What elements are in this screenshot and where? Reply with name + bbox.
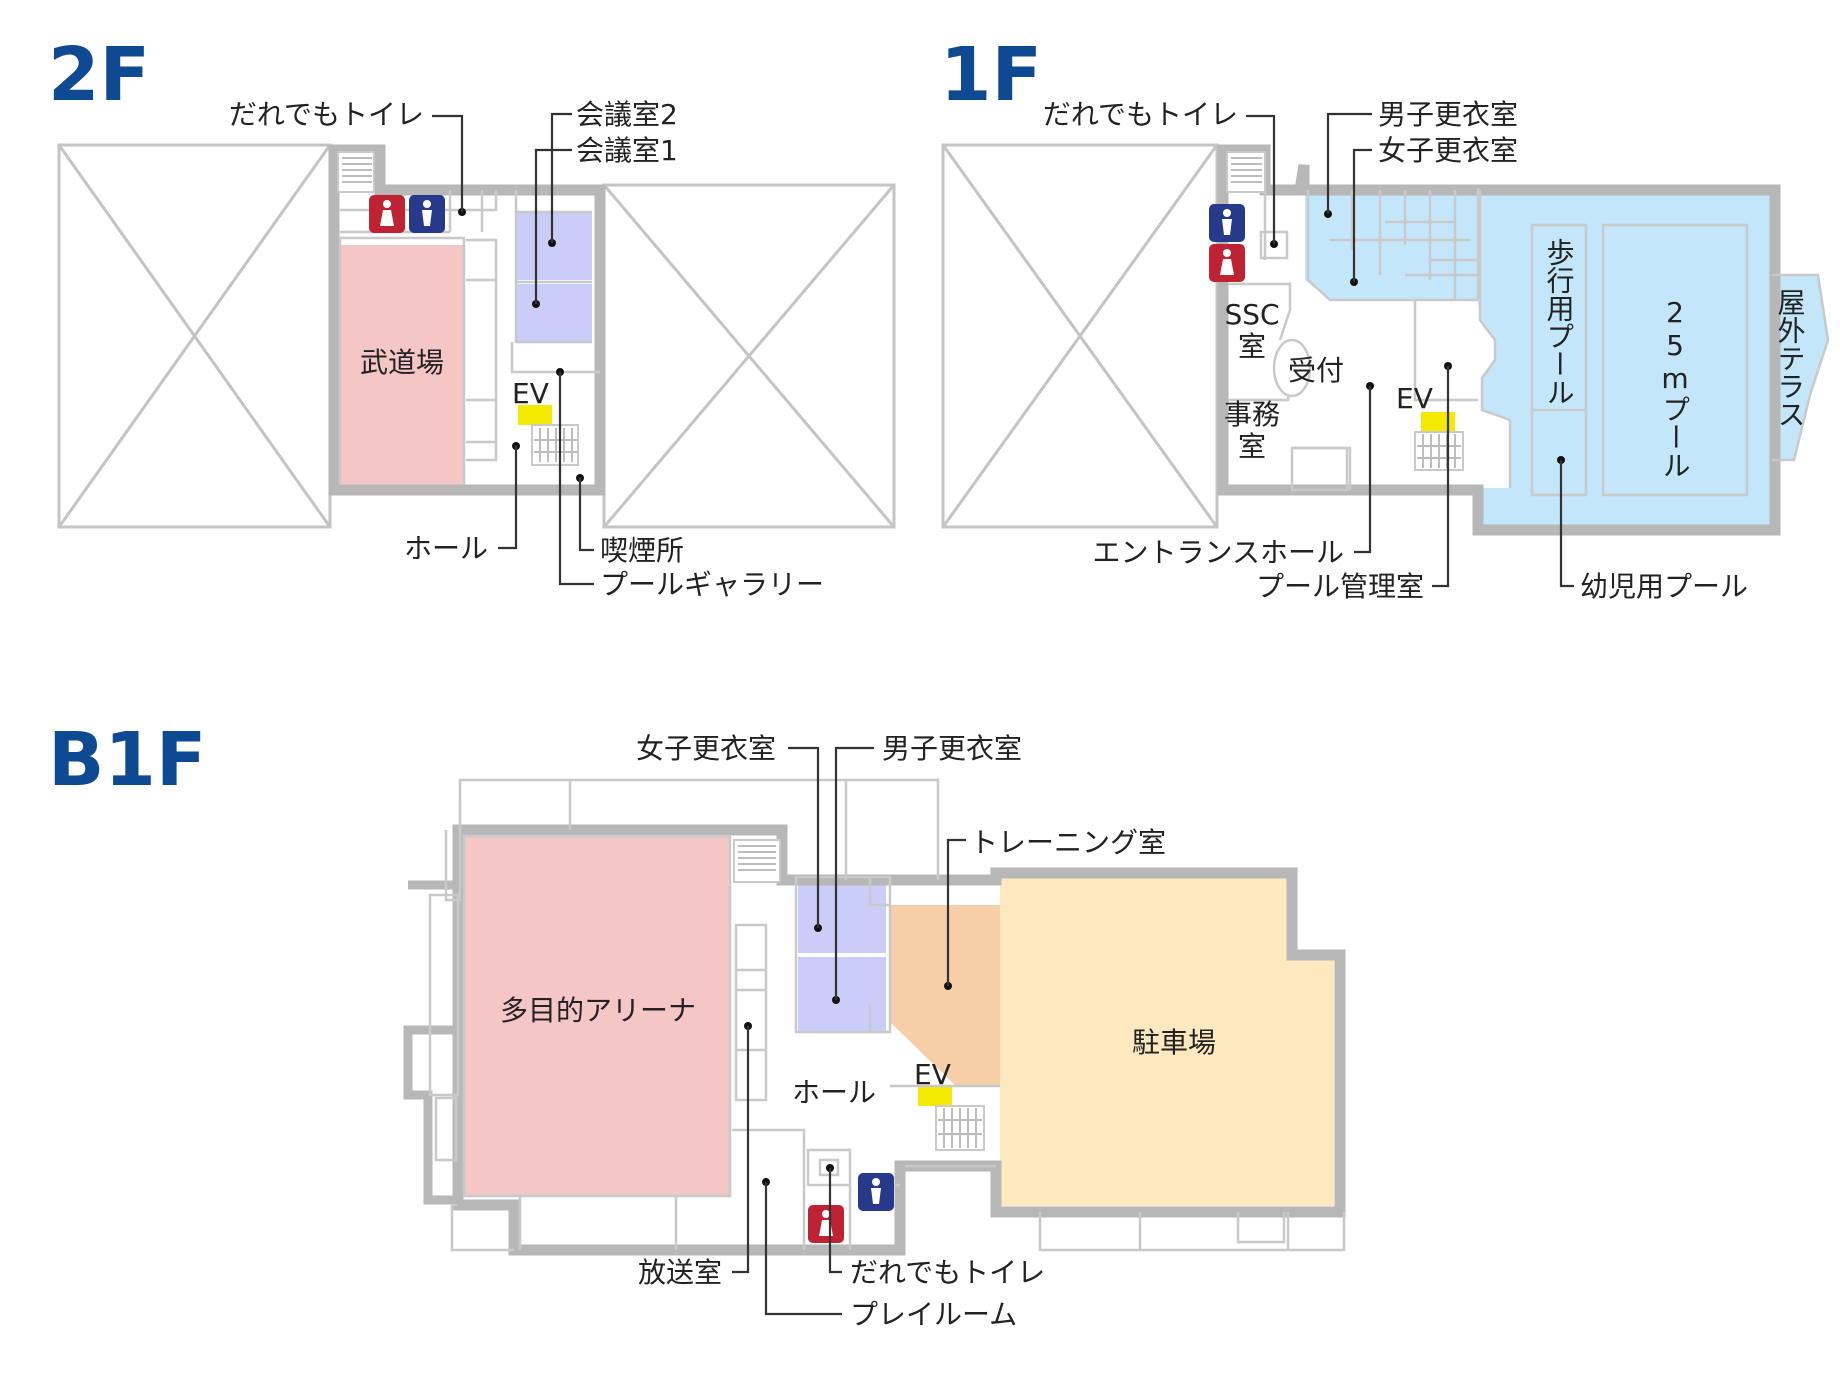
- callout-hall-2f: ホール: [404, 442, 520, 565]
- svg-text:エントランスホール: エントランスホール: [1093, 536, 1344, 569]
- elevator-1f: [1421, 412, 1455, 432]
- svg-text:だれでもトイレ: だれでもトイレ: [850, 1256, 1045, 1289]
- svg-text:放送室: 放送室: [638, 1256, 722, 1289]
- svg-text:プール管理室: プール管理室: [1256, 570, 1424, 603]
- stairs-icon: [337, 151, 375, 193]
- void-cross-icon: [57, 143, 332, 529]
- svg-text:トレーニング室: トレーニング室: [970, 826, 1166, 859]
- callout-men-locker-1f: 男子更衣室: [1324, 98, 1518, 218]
- stairs-icon: [531, 424, 579, 466]
- wall-2f: [328, 144, 606, 496]
- room-terrace: [1772, 275, 1828, 460]
- void-cross-icon: [941, 143, 1219, 529]
- room-label-ev: EV: [512, 377, 549, 410]
- svg-text:幼児用プール: 幼児用プール: [1580, 570, 1748, 603]
- stairs-icon: [935, 1105, 985, 1151]
- elevator-b1: [918, 1086, 952, 1106]
- callout-training: トレーニング室: [944, 826, 1166, 990]
- room-label-terrace: 屋外テラス: [1774, 288, 1807, 428]
- svg-text:男子更衣室: 男子更衣室: [882, 732, 1022, 765]
- callout-entrance: エントランスホール: [1093, 382, 1374, 569]
- floor-label-1f: 1F: [940, 32, 1042, 118]
- callout-toilet-1f: だれでもトイレ: [1043, 98, 1278, 248]
- callout-women-locker-b1: 女子更衣室: [636, 732, 822, 932]
- male-toilet-icon: [858, 1173, 894, 1211]
- floor-label-2f: 2F: [48, 32, 150, 118]
- callout-meeting-2: 会議室2: [548, 98, 678, 247]
- callout-toilet-b1: だれでもトイレ: [826, 1164, 1045, 1289]
- callout-men-locker-b1: 男子更衣室: [832, 732, 1022, 1004]
- svg-text:プレイルーム: プレイルーム: [850, 1298, 1017, 1331]
- svg-text:喫煙所: 喫煙所: [600, 534, 684, 567]
- callout-gallery: プールギャラリー: [556, 368, 824, 601]
- callout-broadcast: 放送室: [638, 1022, 752, 1289]
- room-label-pool25: 25mプール: [1659, 296, 1692, 479]
- room-parking: [1000, 878, 1334, 1206]
- room-label-office-2: 室: [1238, 430, 1266, 463]
- room-label-walk-pool: 歩行用プール: [1543, 238, 1576, 406]
- room-label-ssc: SSC: [1224, 298, 1279, 331]
- room-label-reception: 受付: [1288, 354, 1344, 387]
- stairs-icon: [733, 839, 781, 883]
- male-toilet-icon: [1209, 204, 1245, 242]
- room-arena: [464, 836, 730, 1196]
- floor-label-b1f: B1F: [48, 717, 206, 803]
- room-label-parking: 駐車場: [1132, 1026, 1216, 1059]
- room-label-ev-b1: EV: [914, 1058, 951, 1091]
- callout-toilet-2f: だれでもトイレ: [229, 98, 466, 216]
- svg-text:だれでもトイレ: だれでもトイレ: [229, 98, 424, 131]
- room-label-ssc-2: 室: [1238, 330, 1266, 363]
- svg-text:会議室2: 会議室2: [576, 98, 678, 131]
- callout-meeting-1: 会議室1: [532, 134, 678, 308]
- callout-women-locker-1f: 女子更衣室: [1350, 134, 1518, 286]
- room-meeting-1: [516, 284, 592, 342]
- wall-b1f: [452, 824, 1346, 1256]
- svg-text:男子更衣室: 男子更衣室: [1378, 98, 1518, 131]
- room-women-locker-b1: [798, 877, 886, 953]
- room-budojo: [340, 245, 464, 485]
- callout-kids-pool: 幼児用プール: [1557, 456, 1748, 603]
- elevator-2f: [518, 405, 552, 425]
- room-label-office: 事務: [1224, 398, 1280, 431]
- svg-text:女子更衣室: 女子更衣室: [1378, 134, 1518, 167]
- callout-playroom: プレイルーム: [762, 1178, 1017, 1331]
- svg-text:女子更衣室: 女子更衣室: [636, 732, 776, 765]
- stairs-icon: [1226, 151, 1266, 193]
- floor-b1f: B1F: [48, 717, 1346, 1331]
- room-men-locker-b1: [798, 957, 886, 1031]
- stairs-icon: [1414, 431, 1464, 471]
- floor-1f: 1F: [940, 32, 1830, 603]
- void-cross-icon: [602, 183, 896, 529]
- female-toilet-icon: [1209, 244, 1245, 282]
- room-training: [890, 905, 1000, 1086]
- room-label-hall-b1: ホール: [792, 1076, 876, 1109]
- svg-text:プールギャラリー: プールギャラリー: [600, 568, 824, 601]
- female-toilet-icon: [808, 1205, 844, 1243]
- room-label-budojo: 武道場: [360, 346, 444, 379]
- floor-2f: 2F: [48, 32, 896, 601]
- callout-smoking: 喫煙所: [576, 474, 684, 567]
- svg-text:ホール: ホール: [404, 532, 488, 565]
- male-toilet-icon: [409, 195, 445, 233]
- svg-text:会議室1: 会議室1: [576, 134, 678, 167]
- room-label-ev-1f: EV: [1396, 382, 1433, 415]
- svg-text:だれでもトイレ: だれでもトイレ: [1043, 98, 1238, 131]
- room-label-arena: 多目的アリーナ: [500, 994, 696, 1027]
- female-toilet-icon: [369, 195, 405, 233]
- callout-pool-mgmt: プール管理室: [1256, 362, 1452, 603]
